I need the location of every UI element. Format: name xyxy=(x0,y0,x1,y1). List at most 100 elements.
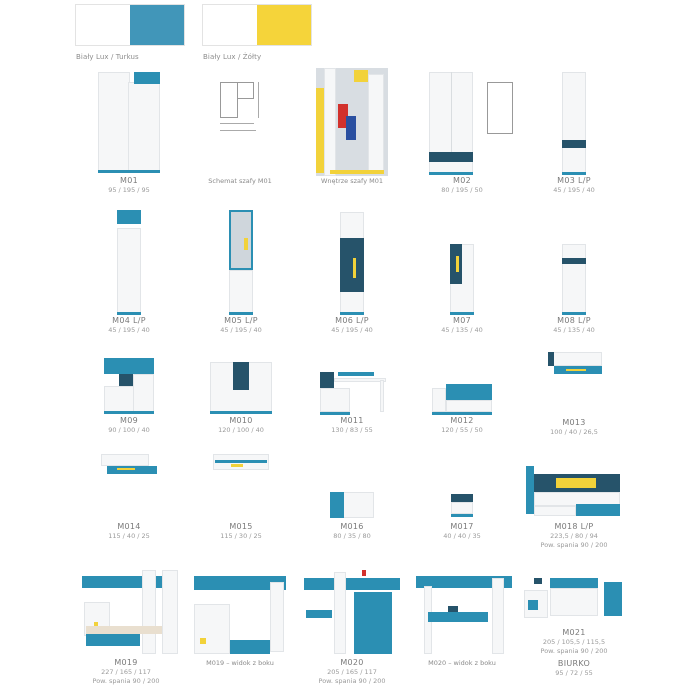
swatch-white-half xyxy=(203,5,257,45)
nightstand-image xyxy=(447,450,477,522)
product-dimensions: 80 / 35 / 80 xyxy=(333,532,371,540)
swatch-white-turquoise[interactable] xyxy=(75,4,185,46)
bookcase-image xyxy=(226,208,256,316)
product-m021[interactable]: M021 205 / 105,5 / 115,5 Pow. spania 90 … xyxy=(518,566,630,678)
product-dimensions: 45 / 195 / 40 xyxy=(331,326,373,334)
photo-caption: Wnętrze szafy M01 xyxy=(321,177,383,185)
desk-dimensions: 95 / 72 / 55 xyxy=(555,669,593,677)
product-name: M05 L/P xyxy=(224,316,258,325)
bookcase-image xyxy=(337,208,367,316)
product-name: M018 L/P xyxy=(554,522,594,531)
swatch-white-yellow[interactable] xyxy=(202,4,312,46)
product-name: M014 xyxy=(117,522,141,531)
product-dimensions: 45 / 135 / 40 xyxy=(553,326,595,334)
product-dimensions: 120 / 55 / 50 xyxy=(441,426,483,434)
product-dimensions: 115 / 30 / 25 xyxy=(220,532,262,540)
product-m010[interactable]: M010 120 / 100 / 40 xyxy=(185,350,297,435)
product-m05[interactable]: M05 L/P 45 / 195 / 40 xyxy=(185,208,297,335)
photo-m020-side-view[interactable]: M020 – widok z boku xyxy=(406,566,518,668)
swatch-turquoise-half xyxy=(130,5,184,45)
dresser-image xyxy=(99,350,159,416)
loft-bed-side-photo xyxy=(408,566,516,658)
swatch-label-yellow: Biały Lux / Żółty xyxy=(203,53,262,61)
tall-cabinet-image xyxy=(114,208,144,316)
swatch-white-half xyxy=(76,5,130,45)
wardrobe-image xyxy=(417,68,513,176)
photo-caption: M019 – widok z boku xyxy=(206,659,274,667)
product-m04[interactable]: M04 L/P 45 / 195 / 40 xyxy=(73,208,185,335)
product-dimensions: 80 / 195 / 50 xyxy=(441,186,483,194)
product-dimensions: 100 / 40 / 26,5 xyxy=(550,428,598,436)
bed-image xyxy=(522,450,626,522)
wall-shelf-image xyxy=(211,450,271,522)
product-name: M01 xyxy=(120,176,138,185)
product-dimensions: 120 / 100 / 40 xyxy=(218,426,264,434)
product-name: M016 xyxy=(340,522,364,531)
product-name: M015 xyxy=(229,522,253,531)
product-name: M012 xyxy=(450,416,474,425)
photo-caption: M020 – widok z boku xyxy=(428,659,496,667)
product-name: M010 xyxy=(229,416,253,425)
tv-stand-image xyxy=(426,350,498,416)
sleeping-area: Pow. spania 90 / 200 xyxy=(540,541,608,549)
sleeping-area: Pow. spania 90 / 200 xyxy=(92,677,160,685)
product-name: M03 L/P xyxy=(557,176,591,185)
product-dimensions: 90 / 100 / 40 xyxy=(108,426,150,434)
tall-cabinet-image xyxy=(559,68,589,176)
swatch-yellow-half xyxy=(257,5,311,45)
wall-shelf-image xyxy=(99,450,159,522)
product-name: M019 xyxy=(114,658,138,667)
product-dimensions: 115 / 40 / 25 xyxy=(108,532,150,540)
product-dimensions: 205 / 165 / 117 xyxy=(327,668,377,676)
product-dimensions: 95 / 195 / 95 xyxy=(108,186,150,194)
product-m020[interactable]: M020 205 / 165 / 117 Pow. spania 90 / 20… xyxy=(296,566,408,686)
product-dimensions: 130 / 83 / 55 xyxy=(331,426,373,434)
wall-shelf-image xyxy=(544,350,604,416)
product-name: M021 xyxy=(562,628,586,637)
product-name: M011 xyxy=(340,416,364,425)
product-name: M013 xyxy=(562,418,586,427)
loft-bed-desk-wardrobe-image xyxy=(298,566,406,658)
product-m09[interactable]: M09 90 / 100 / 40 xyxy=(73,350,185,435)
bunk-bed-side-photo xyxy=(186,566,294,658)
product-m011[interactable]: M011 130 / 83 / 55 xyxy=(296,350,408,435)
photo-m01-interior[interactable]: Wnętrze szafy M01 xyxy=(296,68,408,186)
product-m019[interactable]: M019 227 / 165 / 117 Pow. spania 90 / 20… xyxy=(70,566,182,686)
pouf-chest-image xyxy=(322,450,382,522)
product-dimensions: 227 / 165 / 117 xyxy=(101,668,151,676)
product-m02[interactable]: M02 80 / 195 / 50 xyxy=(406,68,518,195)
product-m08[interactable]: M08 L/P 45 / 135 / 40 xyxy=(518,208,630,335)
desk-name: BIURKO xyxy=(557,659,591,668)
diagram-m01[interactable]: Schemat szafy M01 xyxy=(184,68,296,186)
diagram-caption: Schemat szafy M01 xyxy=(208,177,272,185)
product-m013[interactable]: M013 100 / 40 / 26,5 xyxy=(518,350,630,436)
product-m018[interactable]: M018 L/P 223,5 / 80 / 94 Pow. spania 90 … xyxy=(518,450,630,550)
dresser-image xyxy=(206,350,276,416)
product-name: M06 L/P xyxy=(335,316,369,325)
product-dimensions: 45 / 195 / 40 xyxy=(108,326,150,334)
product-name: M08 L/P xyxy=(557,316,591,325)
desk-image xyxy=(316,350,388,416)
product-m07[interactable]: M07 45 / 135 / 40 xyxy=(406,208,518,335)
sleeping-area: Pow. spania 90 / 200 xyxy=(540,647,608,655)
product-name: M020 xyxy=(340,658,364,667)
product-m06[interactable]: M06 L/P 45 / 195 / 40 xyxy=(296,208,408,335)
product-m01[interactable]: M01 95 / 195 / 95 xyxy=(73,68,185,195)
product-m014[interactable]: M014 115 / 40 / 25 xyxy=(73,450,185,541)
product-m015[interactable]: M015 115 / 30 / 25 xyxy=(185,450,297,541)
product-name: M07 xyxy=(453,316,471,325)
bunk-bed-image xyxy=(72,566,180,658)
product-dimensions: 45 / 195 / 40 xyxy=(220,326,262,334)
corner-wardrobe-image xyxy=(94,68,164,176)
cabinet-image xyxy=(447,208,477,316)
product-dimensions: 45 / 135 / 40 xyxy=(441,326,483,334)
cabin-bed-desk-image xyxy=(520,566,628,628)
product-m016[interactable]: M016 80 / 35 / 80 xyxy=(296,450,408,541)
photo-m019-side-view[interactable]: M019 – widok z boku xyxy=(184,566,296,668)
product-m03[interactable]: M03 L/P 45 / 195 / 40 xyxy=(518,68,630,195)
wardrobe-interior-photo xyxy=(316,68,388,176)
product-dimensions: 40 / 40 / 35 xyxy=(443,532,481,540)
product-m017[interactable]: M017 40 / 40 / 35 xyxy=(406,450,518,541)
product-name: M02 xyxy=(453,176,471,185)
product-m012[interactable]: M012 120 / 55 / 50 xyxy=(406,350,518,435)
